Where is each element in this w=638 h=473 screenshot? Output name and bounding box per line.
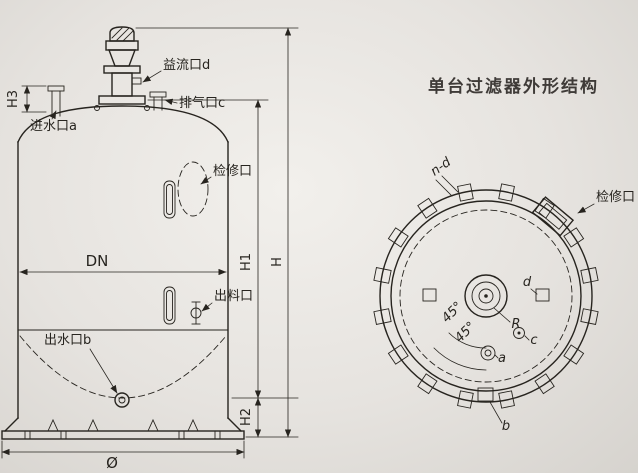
label-overflow-port: 益流口d [163, 58, 210, 73]
label-discharge-port: 出料口 [214, 289, 253, 304]
label-manhole-plan: 检修口 [596, 190, 635, 205]
angle-arc-outer [433, 347, 487, 371]
label-inlet-port: 进水口a [30, 119, 77, 134]
flange-inner-circle [390, 200, 582, 392]
dim-h: H [135, 27, 299, 438]
bolt-holes-callout: n-d [428, 154, 459, 197]
leader-discharge-port [201, 302, 213, 312]
angle-arc-inner [448, 332, 487, 349]
h1-label: H1 [239, 253, 254, 271]
vessel-dome [17, 105, 229, 143]
sight-glass-lower [163, 286, 176, 325]
gusset [47, 418, 59, 432]
overflow-stub [131, 77, 142, 85]
plan-view: 45° 45° d R c a b [373, 183, 599, 434]
leader-vent-port [164, 98, 178, 105]
label-vent-port: 排气口c [179, 95, 225, 111]
center-hub [464, 274, 508, 318]
label-port-d: d [523, 275, 532, 290]
base-plate [1, 430, 245, 440]
label-radius: R [511, 317, 520, 332]
leader-manhole-elev [200, 176, 212, 185]
dished-bottom-hidden [19, 335, 227, 399]
leader-port-a [494, 354, 499, 359]
gusset [147, 418, 159, 432]
gusset [87, 418, 99, 432]
gusset [187, 418, 199, 432]
label-manhole-elev: 检修口 [213, 164, 252, 179]
label-port-a: a [498, 351, 506, 366]
port-c [513, 327, 525, 339]
h2-label: H2 [239, 408, 254, 426]
leader-port-b [489, 401, 503, 424]
bolt-circle [399, 209, 573, 383]
angle-45-label-1: 45° [439, 299, 466, 326]
top-valve-assembly [94, 26, 150, 111]
dim-h1: H1 [147, 99, 269, 399]
flange-outer-circle [379, 189, 593, 403]
angle-45-label-2: 45° [452, 319, 479, 346]
leader-overflow-port [142, 70, 162, 83]
bottom-outlet-nozzle [114, 392, 130, 408]
leader-port-c [524, 335, 530, 341]
diameter-label: Ø [106, 454, 118, 472]
neck-flange [98, 95, 146, 105]
discharge-fitting [190, 301, 202, 325]
leader-inlet-port [49, 110, 57, 120]
port-b-tab [477, 387, 494, 402]
dim-h3: H3 [6, 85, 47, 113]
port-d-rect [535, 288, 550, 302]
skirt-flare-left [4, 417, 19, 432]
label-bolt-holes: n-d [428, 154, 455, 179]
leader-radius [493, 307, 511, 323]
leader-outlet-port [89, 348, 118, 394]
label-outlet-port: 出水口b [44, 333, 91, 348]
manhole-ellipse [177, 161, 209, 217]
plan-manhole-tab [531, 196, 575, 237]
sight-glass-upper [163, 180, 176, 219]
skirt-flare-right [227, 417, 242, 432]
leader-manhole-plan [577, 203, 595, 214]
elevation-view: DN H3 H1 H2 H Ø [1, 26, 299, 472]
label-port-b: b [502, 419, 510, 434]
leader-port-d [530, 288, 538, 295]
drawing-title: 单台过滤器外形结构 [428, 76, 599, 97]
dim-diameter: Ø [1, 440, 245, 472]
label-port-c: c [530, 333, 537, 348]
vent-nozzle-c [149, 91, 167, 111]
port-left-rect [422, 288, 437, 302]
h3-label: H3 [6, 90, 21, 108]
dn-label: DN [86, 252, 109, 270]
h-label: H [270, 257, 285, 267]
port-a [480, 345, 496, 361]
